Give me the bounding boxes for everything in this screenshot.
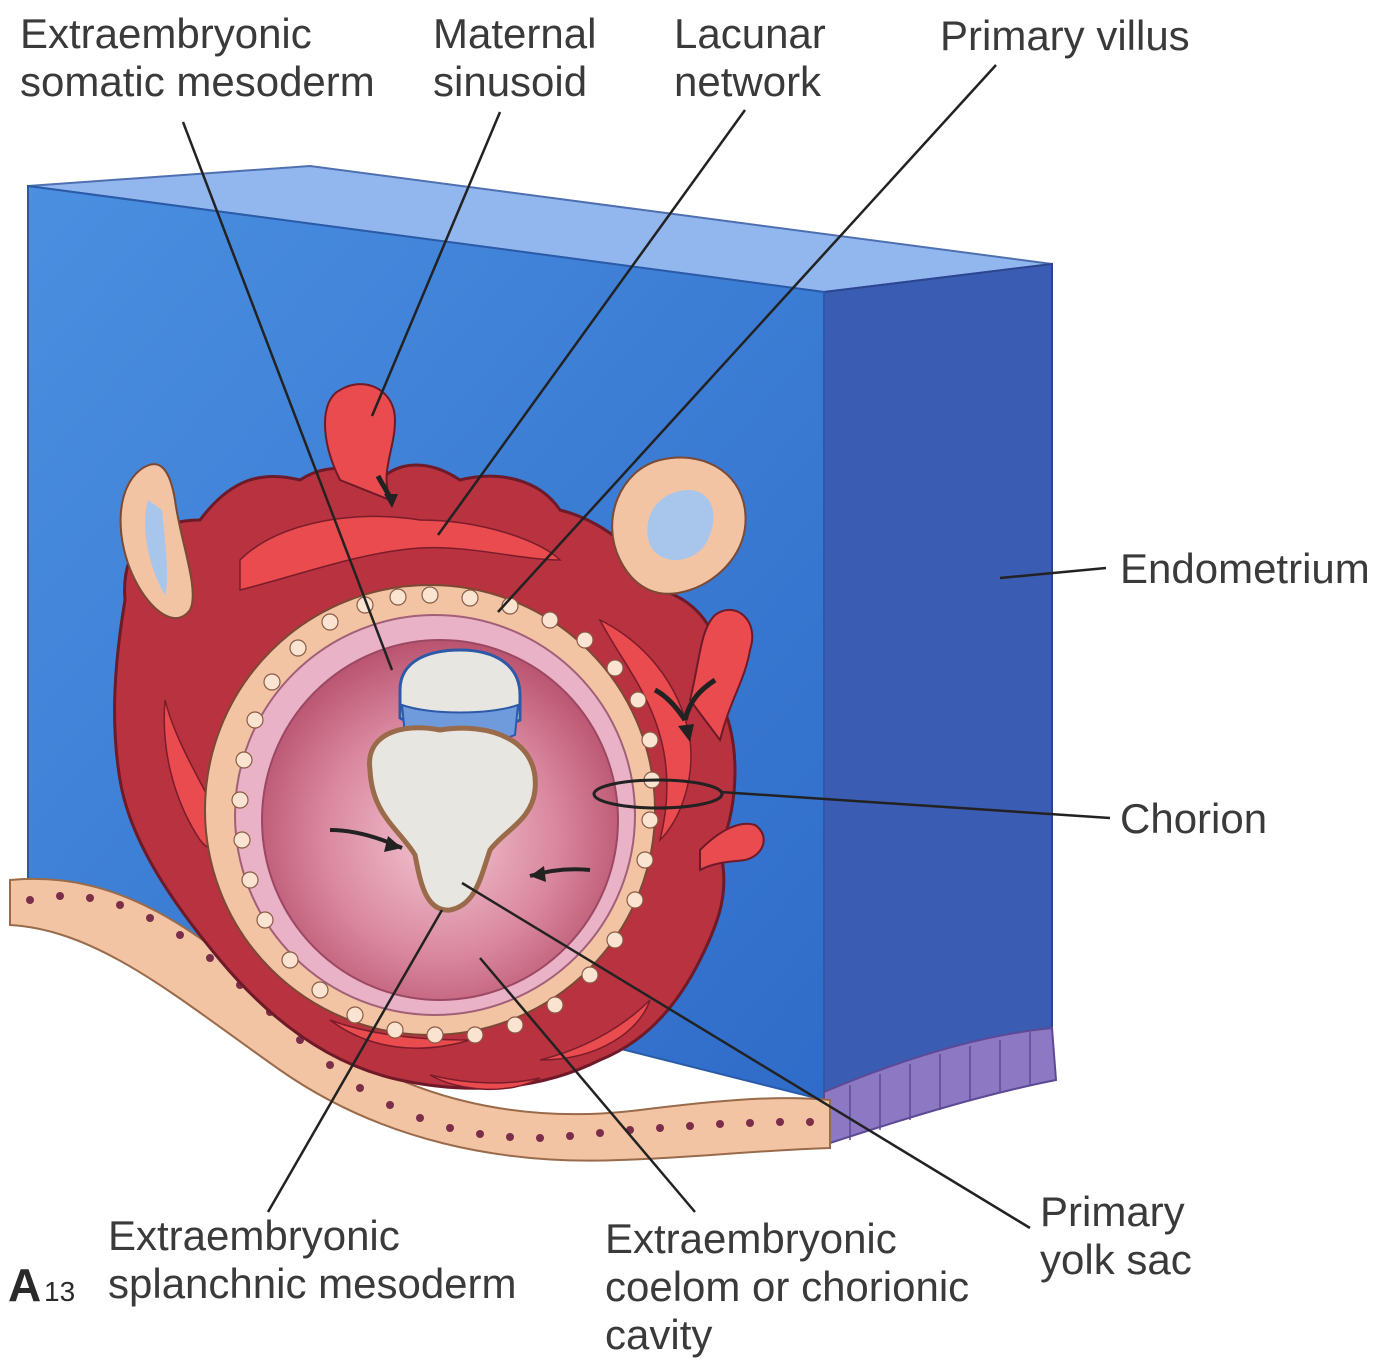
panel-subscript: 13 xyxy=(44,1276,75,1308)
label-lacunar-network: Lacunar network xyxy=(674,10,826,106)
label-somatic-mesoderm: Extraembryonic somatic mesoderm xyxy=(20,10,375,106)
label-maternal-sinusoid: Maternal sinusoid xyxy=(433,10,596,106)
label-splanchnic-mesoderm: Extraembryonic splanchnic mesoderm xyxy=(108,1212,517,1308)
panel-letter: A xyxy=(8,1258,41,1312)
label-primary-yolk-sac: Primary yolk sac xyxy=(1040,1188,1192,1284)
label-chorion: Chorion xyxy=(1120,795,1267,843)
label-extraembryonic-coelom: Extraembryonic coelom or chorionic cavit… xyxy=(605,1215,969,1359)
label-endometrium: Endometrium xyxy=(1120,545,1370,593)
label-primary-villus: Primary villus xyxy=(940,12,1190,60)
endometrium-side-face xyxy=(824,264,1052,1092)
